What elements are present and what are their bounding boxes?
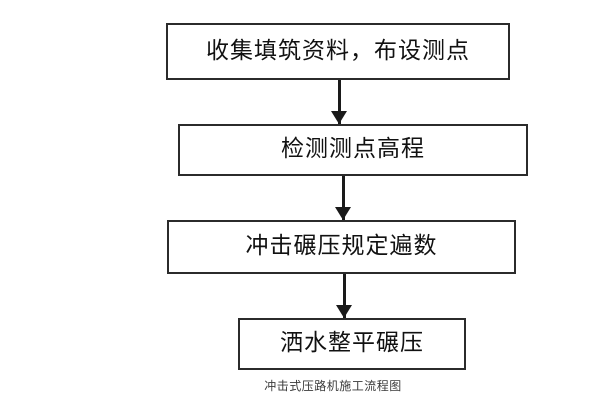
flow-node-label: 检测测点高程 xyxy=(281,136,425,163)
flow-node-impact-rolling-passes[interactable]: 冲击碾压规定遍数 xyxy=(167,220,516,274)
flow-node-collect-data[interactable]: 收集填筑资料，布设测点 xyxy=(166,23,510,80)
flow-node-water-level-compact[interactable]: 洒水整平碾压 xyxy=(238,318,466,370)
flow-node-label: 冲击碾压规定遍数 xyxy=(245,233,438,260)
arrow-stem xyxy=(342,274,346,318)
flow-node-measure-elevation[interactable]: 检测测点高程 xyxy=(178,124,528,176)
flow-node-label: 收集填筑资料，布设测点 xyxy=(206,37,470,64)
arrow-stem xyxy=(341,176,345,220)
arrow-head-icon xyxy=(336,305,352,318)
flow-node-label: 洒水整平碾压 xyxy=(280,330,424,357)
arrow-stem xyxy=(337,80,341,124)
arrow-head-icon xyxy=(331,111,347,124)
arrow-head-icon xyxy=(335,207,351,220)
diagram-caption: 冲击式压路机施工流程图 xyxy=(264,379,402,393)
